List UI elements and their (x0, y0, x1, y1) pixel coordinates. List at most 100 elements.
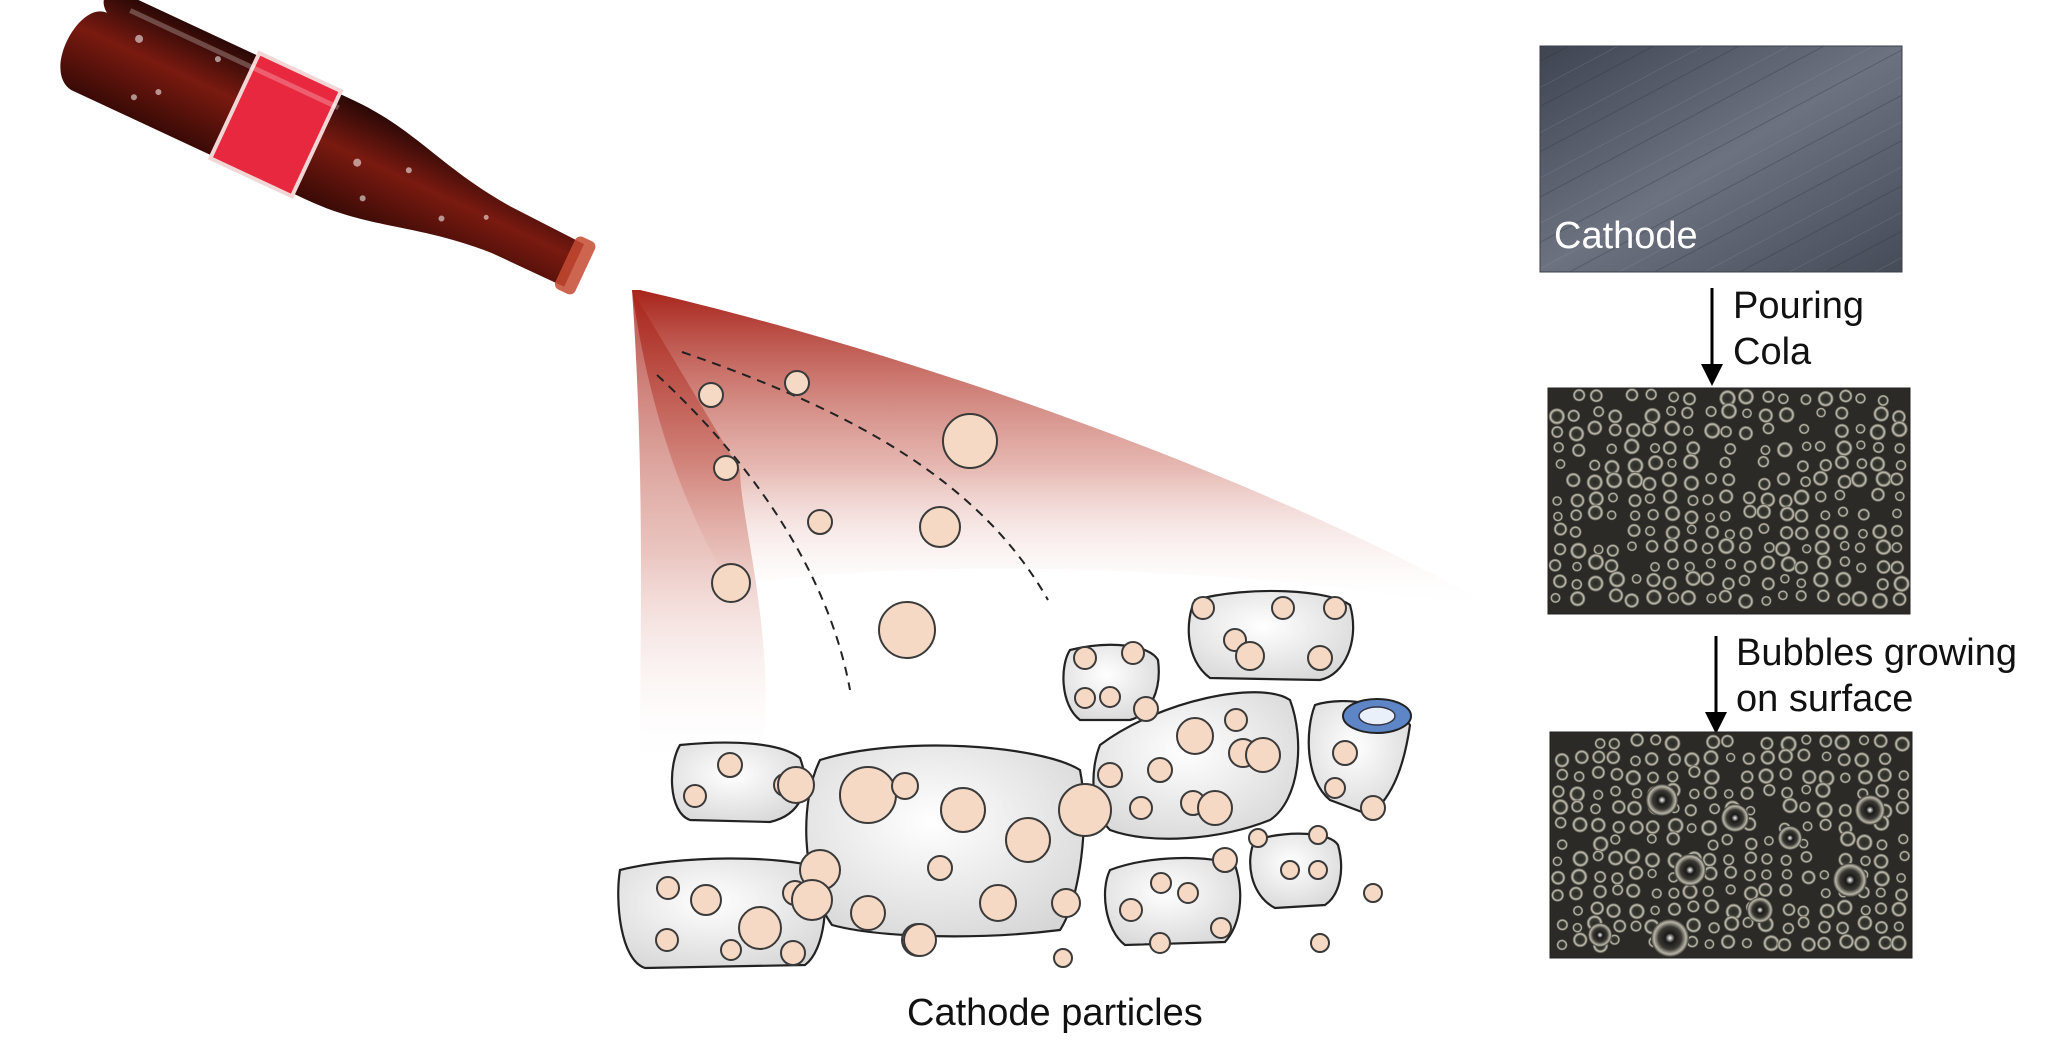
micro-bubble (1570, 493, 1585, 508)
micro-bubble (1876, 577, 1890, 591)
micro-bubble (1738, 425, 1754, 441)
micro-bubble (1608, 571, 1626, 588)
micro-bubble (1778, 406, 1795, 423)
micro-bubble (1668, 887, 1680, 900)
micro-bubble (1666, 831, 1681, 846)
micro-bubble (1760, 444, 1771, 456)
micro-bubble (1774, 541, 1791, 557)
micro-bubble (1644, 852, 1661, 868)
micro-bubble (1571, 561, 1583, 572)
micro-bubble (1859, 855, 1872, 867)
bubble (698, 382, 724, 408)
micro-bubble (1629, 820, 1645, 836)
micro-bubble (1645, 539, 1659, 553)
micro-bubble (1834, 734, 1851, 751)
micro-bubble (1665, 525, 1681, 541)
micro-bubble (1612, 820, 1626, 834)
micro-bubble (1874, 783, 1890, 799)
micro-bubble (1891, 409, 1907, 425)
micro-bubble (1720, 934, 1736, 950)
micro-bubble (1741, 408, 1753, 419)
micro-bubble (1834, 455, 1850, 470)
micro-bubble (1874, 902, 1888, 915)
micro-bubble (1706, 593, 1717, 604)
micro-bubble (1890, 560, 1905, 575)
micro-bubble (1553, 522, 1568, 536)
micro-bubble (1683, 475, 1700, 492)
micro-bubble (1893, 921, 1905, 932)
micro-bubble (1606, 509, 1617, 521)
micro-bubble (1649, 561, 1661, 572)
large-bubble (1674, 854, 1706, 886)
micro-bubble (1624, 848, 1641, 865)
micro-bubble (1705, 405, 1717, 418)
micro-bubble (1854, 392, 1867, 404)
micro-bubble (1814, 782, 1831, 799)
micro-bubble (1704, 512, 1716, 523)
micro-bubble (1756, 504, 1772, 520)
micro-bubble (1875, 538, 1892, 556)
micro-bubble (1570, 542, 1587, 560)
micro-bubble (1707, 839, 1719, 851)
step-label-on-surface: on surface (1736, 678, 1914, 720)
micro-bubble (1812, 571, 1829, 588)
micro-bubble (1837, 592, 1851, 607)
micro-bubble (1699, 571, 1715, 587)
micro-bubble (1794, 508, 1809, 523)
micro-bubble (1851, 590, 1868, 607)
micro-bubble (1855, 423, 1866, 434)
micro-bubble (1629, 755, 1642, 767)
micro-bubble (1688, 788, 1700, 800)
micro-bubble (1722, 472, 1736, 487)
micro-bubble (1838, 389, 1853, 403)
micro-bubble (1839, 772, 1851, 784)
micro-bubble (1891, 541, 1903, 554)
micro-bubble (1683, 751, 1700, 769)
micro-bubble (1592, 836, 1609, 853)
micro-bubble (1591, 765, 1606, 780)
micro-bubble (1838, 933, 1855, 950)
micro-bubble (1626, 541, 1638, 552)
micro-bubble (1872, 441, 1885, 454)
micro-bubble (1628, 493, 1642, 508)
micro-bubble (1869, 423, 1887, 441)
micro-bubble (1724, 558, 1737, 570)
micro-bubble (1591, 750, 1606, 764)
micro-bubble (1814, 440, 1826, 452)
micro-bubble (1738, 574, 1751, 587)
micro-bubble (1801, 936, 1817, 953)
micro-bubble (1723, 915, 1740, 932)
micro-bubble (1838, 803, 1853, 818)
micro-bubble (1839, 830, 1857, 847)
micro-bubble (1641, 476, 1657, 492)
micro-bubble (1857, 769, 1874, 785)
micro-bubble (1801, 769, 1817, 785)
micro-bubble (1763, 934, 1780, 952)
micro-bubble (1607, 409, 1623, 424)
micro-bubble (1687, 765, 1701, 779)
micro-bubble (1625, 388, 1639, 402)
micro-bubble (1664, 505, 1681, 522)
micro-bubble (1704, 938, 1715, 950)
micro-bubble (1572, 932, 1588, 948)
micro-bubble (1876, 559, 1891, 575)
micro-bubble (1646, 771, 1660, 784)
micro-bubble (1680, 589, 1697, 606)
micro-bubble (1556, 939, 1568, 951)
micro-bubble (1550, 592, 1561, 604)
micro-bubble (1857, 508, 1871, 521)
micro-bubble (1570, 508, 1583, 522)
micro-bubble (1682, 883, 1698, 900)
micro-bubble (1762, 422, 1775, 435)
micro-bubble (1857, 915, 1873, 931)
micro-bubble (1890, 524, 1904, 538)
micro-bubble (1628, 865, 1644, 881)
micro-bubble (1895, 872, 1907, 884)
micro-bubble (1870, 487, 1886, 502)
micro-bubble (1874, 920, 1889, 935)
micro-bubble (1801, 543, 1812, 554)
micro-bubble (1816, 801, 1834, 819)
micro-bubble (1611, 884, 1624, 896)
micro-bubble (1571, 578, 1583, 591)
